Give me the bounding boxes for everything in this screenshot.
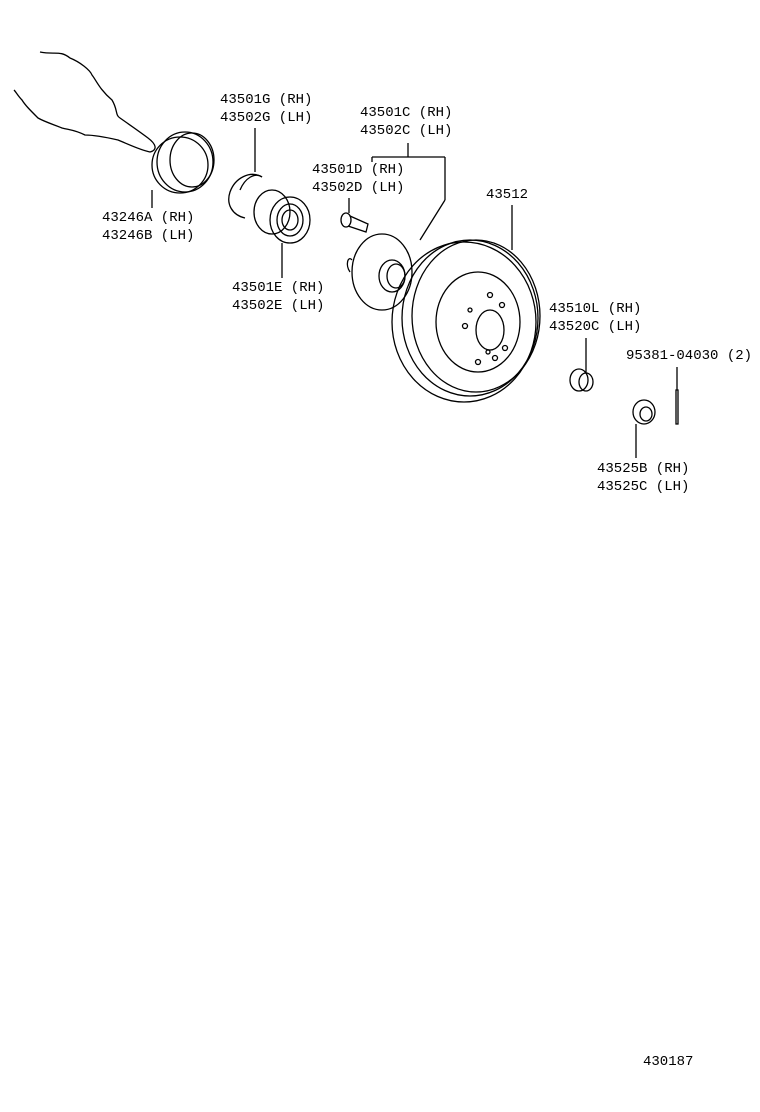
part-number: 43501G (RH) [220,92,313,108]
label-bearing: 43501E (RH) 43502E (LH) [232,279,324,315]
hub-nut-part [569,338,594,392]
hub-part [346,233,413,311]
part-number: 43502G (LH) [220,110,313,126]
part-number: 43512 [486,187,529,203]
part-number: 95381-04030 (2) [626,348,753,364]
part-number: 43501D (RH) [312,162,405,178]
label-snap-ring: 43501G (RH) 43502G (LH) [220,91,312,127]
snap-ring-part [228,128,263,219]
oil-seal-part [151,131,215,208]
label-hub-bolt: 43501D (RH) 43502D (LH) [312,161,404,197]
part-number: 43502E (LH) [232,298,325,314]
part-number: 43246A (RH) [102,210,195,226]
bearing-part [253,189,311,278]
part-number: 43501E (RH) [232,280,325,296]
part-number: 43520C (LH) [549,319,642,335]
label-cotter-pin: 95381-04030 (2) [626,347,752,365]
part-number: 43510L (RH) [549,301,642,317]
part-number: 43502D (LH) [312,180,405,196]
cotter-pin-part [675,367,679,425]
part-number: 43502C (LH) [360,123,453,139]
hub-leader-bracket [371,143,446,241]
diagram-id-text: 430187 [643,1054,694,1070]
label-hub-assembly: 43501C (RH) 43502C (LH) [360,104,452,140]
hub-bolt-part [340,198,369,233]
part-number: 43501C (RH) [360,105,453,121]
part-number: 43525B (RH) [597,461,690,477]
brake-disc-part [391,205,541,403]
part-number: 43525C (LH) [597,479,690,495]
diagram-id: 430187 [643,1053,693,1071]
label-hub-nut: 43510L (RH) 43520C (LH) [549,300,641,336]
part-number: 43246B (LH) [102,228,195,244]
label-oil-seal: 43246A (RH) 43246B (LH) [102,209,194,245]
label-lock-cap: 43525B (RH) 43525C (LH) [597,460,689,496]
pointing-hand-icon [13,51,156,153]
label-disc: 43512 [486,186,528,204]
lock-cap-part [632,399,656,458]
